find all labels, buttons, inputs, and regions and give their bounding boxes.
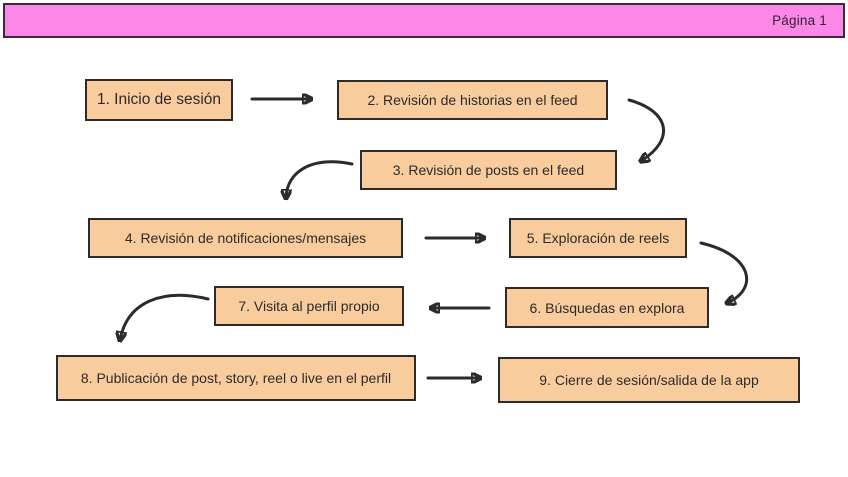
flow-node-logout[interactable]: 9. Cierre de sesión/salida de la app bbox=[498, 357, 800, 403]
flow-node-explore-searches[interactable]: 6. Búsquedas en explora bbox=[505, 287, 709, 328]
arrow-7-to-8[interactable] bbox=[120, 293, 210, 340]
flow-node-login[interactable]: 1. Inicio de sesión bbox=[85, 79, 233, 121]
arrow-5-to-6[interactable] bbox=[699, 241, 749, 303]
page-number-label: Página 1 bbox=[772, 13, 827, 28]
page-header-bar: Página 1 bbox=[3, 3, 845, 38]
flow-node-posts-review[interactable]: 3. Revisión de posts en el feed bbox=[360, 150, 617, 190]
arrow-3-to-4[interactable] bbox=[286, 160, 354, 198]
flow-node-own-profile-visit[interactable]: 7. Visita al perfil propio bbox=[214, 286, 404, 326]
flow-node-stories-review[interactable]: 2. Revisión de historias en el feed bbox=[337, 80, 608, 120]
flow-node-publish-content[interactable]: 8. Publicación de post, story, reel o li… bbox=[56, 355, 416, 401]
flow-node-notifications-messages[interactable]: 4. Revisión de notificaciones/mensajes bbox=[88, 218, 403, 258]
arrow-2-to-3[interactable] bbox=[627, 98, 666, 161]
flow-node-reels-exploration[interactable]: 5. Exploración de reels bbox=[509, 218, 687, 258]
